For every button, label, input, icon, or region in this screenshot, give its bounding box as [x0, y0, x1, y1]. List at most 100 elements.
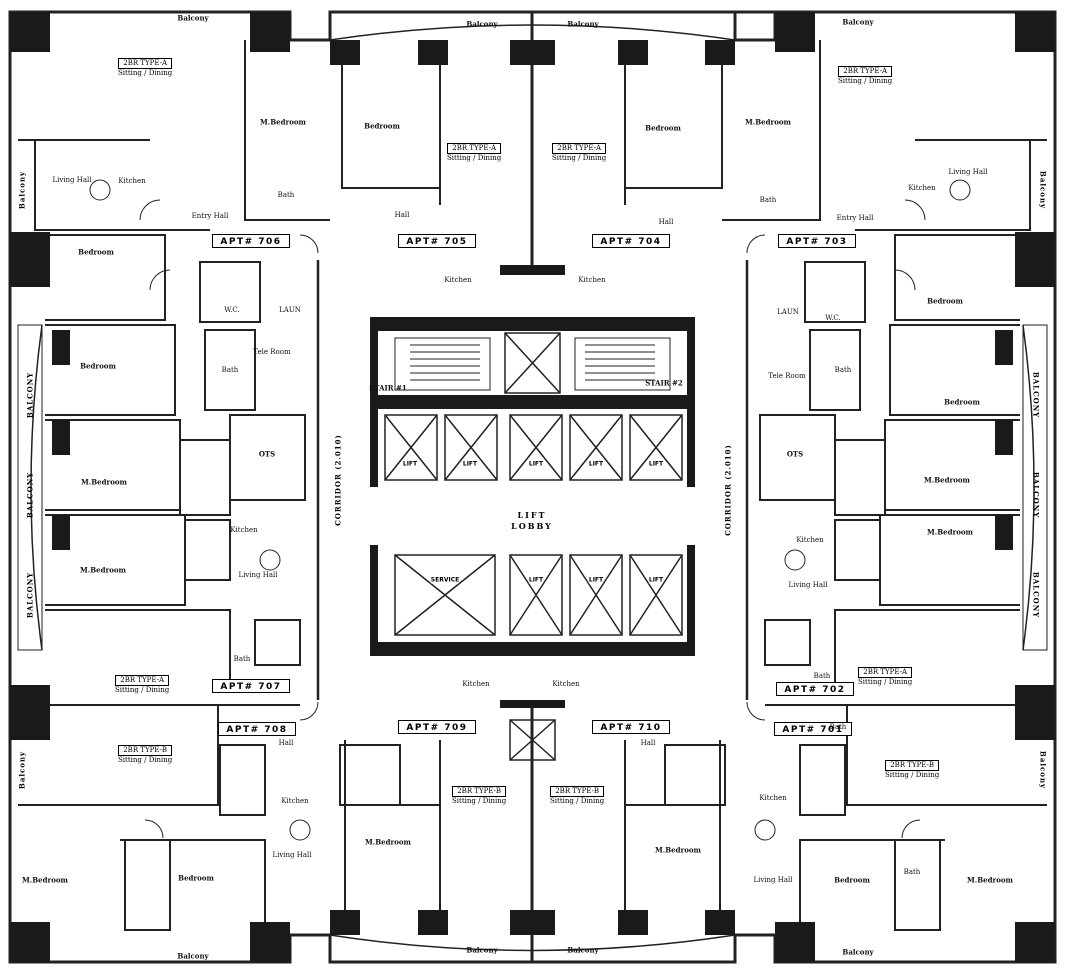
upper-lift-bank — [384, 414, 683, 481]
corridor-label-right: CORRIDOR (2.010) — [723, 444, 733, 536]
master-bedroom-label: M.Bedroom — [924, 475, 970, 485]
balcony-label: Balcony — [466, 945, 498, 955]
bath-label: Bath — [233, 655, 251, 663]
lift-label: LIFT — [528, 460, 544, 468]
kitchen-label: Kitchen — [230, 526, 258, 534]
stair-2-label: STAIR #2 — [645, 378, 683, 388]
wc-label: W.C. — [224, 306, 240, 314]
master-bedroom-label: M.Bedroom — [655, 845, 701, 855]
apt-tag-705: APT# 705 — [398, 234, 476, 248]
balcony-label: Balcony — [842, 947, 874, 957]
balcony-label-vertical: BALCONY — [1031, 471, 1041, 519]
living-hall-label: Living Hall — [753, 876, 793, 884]
apt-tag-704: APT# 704 — [592, 234, 670, 248]
bedroom-label: Bedroom — [834, 875, 870, 885]
apt-tag-706: APT# 706 — [212, 234, 290, 248]
stair-1 — [394, 337, 491, 391]
apt-tag-707: APT# 707 — [212, 679, 290, 693]
balcony-label-vertical: BALCONY — [25, 371, 35, 419]
kitchen-label: Kitchen — [908, 184, 936, 192]
apt-tag-710: APT# 710 — [592, 720, 670, 734]
corridor-label-left: CORRIDOR (2.010) — [333, 434, 343, 526]
bath-label: Bath — [277, 191, 295, 199]
balcony-label-vertical: BALCONY — [25, 571, 35, 619]
bedroom-label: Bedroom — [944, 397, 980, 407]
lift-label: LIFT — [402, 460, 418, 468]
bedroom-label: Bedroom — [645, 123, 681, 133]
balcony-label: Balcony — [567, 19, 599, 29]
bath-label: Bath — [834, 366, 852, 374]
tele-room-label: Tele Room — [768, 372, 806, 380]
balcony-label: Balcony — [842, 17, 874, 27]
kitchen-label: Kitchen — [552, 680, 580, 688]
kitchen-label: Kitchen — [796, 536, 824, 544]
entry-hall-label: Entry Hall — [836, 214, 874, 222]
lift-label: LIFT — [588, 576, 604, 584]
lift-label: LIFT — [528, 576, 544, 584]
hall-label: Hall — [640, 739, 656, 747]
apt-tag-703: APT# 703 — [778, 234, 856, 248]
balcony-label: Balcony — [177, 951, 209, 961]
living-hall-label: Living Hall — [238, 571, 278, 579]
lift-label: LIFT — [588, 460, 604, 468]
master-bedroom-label: M.Bedroom — [80, 565, 126, 575]
laundry-label: LAUN — [777, 308, 799, 316]
living-hall-label: Living Hall — [788, 581, 828, 589]
ots-label: OTS — [258, 449, 276, 459]
stair-2 — [574, 337, 671, 391]
bath-label: Bath — [813, 672, 831, 680]
balcony-label: Balcony — [567, 945, 599, 955]
bath-label: Bath — [221, 366, 239, 374]
bath-label: Bath — [829, 723, 847, 731]
kitchen-label: Kitchen — [281, 797, 309, 805]
hall-label: Hall — [658, 218, 674, 226]
apt-tag-709: APT# 709 — [398, 720, 476, 734]
service-lift-label: SERVICE — [430, 576, 460, 584]
hall-label: Hall — [278, 739, 294, 747]
tele-room-label: Tele Room — [253, 348, 291, 356]
kitchen-label: Kitchen — [444, 276, 472, 284]
balcony-label: Balcony — [177, 13, 209, 23]
living-hall-label: Living Hall — [948, 168, 988, 176]
master-bedroom-label: M.Bedroom — [745, 117, 791, 127]
master-bedroom-label: M.Bedroom — [365, 837, 411, 847]
balcony-label-vertical: BALCONY — [25, 471, 35, 519]
master-bedroom-label: M.Bedroom — [22, 875, 68, 885]
master-bedroom-label: M.Bedroom — [927, 527, 973, 537]
master-bedroom-label: M.Bedroom — [81, 477, 127, 487]
balcony-label-vertical: BALCONY — [1031, 571, 1041, 619]
apt-tag-702: APT# 702 — [776, 682, 854, 696]
master-bedroom-label: M.Bedroom — [260, 117, 306, 127]
balcony-label-vertical: Balcony — [17, 750, 27, 790]
bath-label: Bath — [759, 196, 777, 204]
entry-hall-label: Entry Hall — [191, 212, 229, 220]
hall-label: Hall — [394, 211, 410, 219]
bedroom-label: Bedroom — [78, 247, 114, 257]
balcony-label: Balcony — [466, 19, 498, 29]
wc-label: W.C. — [825, 314, 841, 322]
stair-1-label: STAIR #1 — [369, 383, 407, 393]
apt-tag-701: APT# 701 — [774, 722, 852, 736]
lower-lift-bank — [394, 554, 683, 636]
balcony-label-vertical: Balcony — [1038, 170, 1048, 210]
lift-lobby-label: LIFT LOBBY — [511, 510, 553, 531]
kitchen-label: Kitchen — [462, 680, 490, 688]
lift-label: LIFT — [462, 460, 478, 468]
kitchen-label: Kitchen — [759, 794, 787, 802]
balcony-label-vertical: BALCONY — [1031, 371, 1041, 419]
bedroom-label: Bedroom — [927, 296, 963, 306]
kitchen-label: Kitchen — [578, 276, 606, 284]
bath-label: Bath — [903, 868, 921, 876]
laundry-label: LAUN — [279, 306, 301, 314]
